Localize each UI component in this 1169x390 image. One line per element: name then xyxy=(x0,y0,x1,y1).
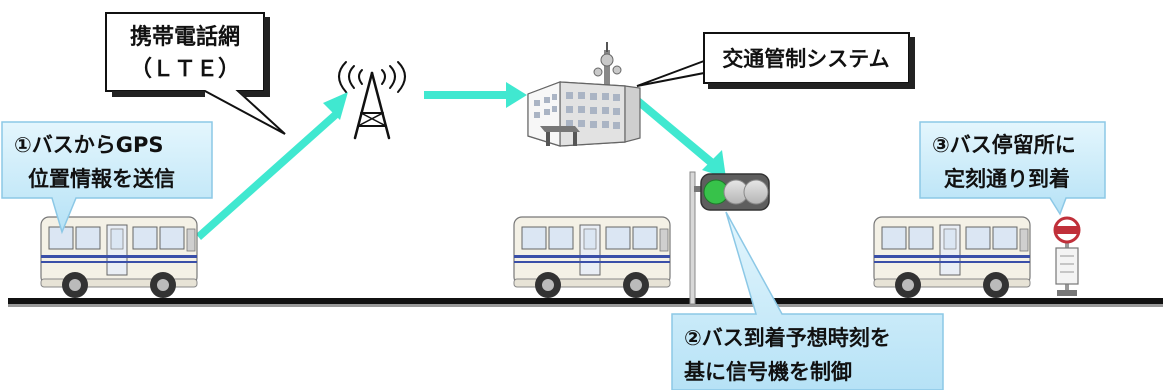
callout-step1: ①バスからGPS 位置情報を送信 xyxy=(1,121,213,235)
step1-label-line1: ①バスからGPS xyxy=(14,133,164,157)
step3-label-line2: 定刻通り到着 xyxy=(944,167,1070,191)
bus-stop-sign-icon xyxy=(1053,216,1081,296)
bus-icon xyxy=(873,216,1031,299)
callout-mobile-network: 携帯電話網 （ＬＴＥ） xyxy=(105,12,286,135)
step2-label-line1: ②バス到着予想時刻を xyxy=(684,326,891,350)
arrow-bus-to-antenna xyxy=(196,92,348,240)
traffic-system-label: 交通管制システム xyxy=(722,47,889,71)
callout-step3: ③バス停留所に 定刻通り到着 xyxy=(919,121,1106,216)
step1-label-line2: 位置情報を送信 xyxy=(28,167,175,191)
arrow-building-to-signal xyxy=(633,96,726,178)
signal-red-lamp xyxy=(743,179,769,205)
step2-label-line2: 基に信号機を制御 xyxy=(684,360,852,384)
antenna-icon xyxy=(338,61,406,140)
network-label-line2: （ＬＴＥ） xyxy=(130,57,240,82)
bus-icon xyxy=(40,216,198,299)
arrow-antenna-to-building xyxy=(424,82,527,108)
step3-label-line1: ③バス停留所に xyxy=(932,133,1076,157)
data-flow-arrows xyxy=(196,82,726,240)
traffic-signal-icon xyxy=(689,171,770,305)
callout-traffic-control-system: 交通管制システム xyxy=(636,32,915,89)
road xyxy=(8,298,1163,307)
network-label-line1: 携帯電話網 xyxy=(130,24,240,50)
callout-step2: ②バス到着予想時刻を 基に信号機を制御 xyxy=(671,211,944,390)
building-icon xyxy=(527,42,641,147)
bus-icon xyxy=(513,216,671,299)
